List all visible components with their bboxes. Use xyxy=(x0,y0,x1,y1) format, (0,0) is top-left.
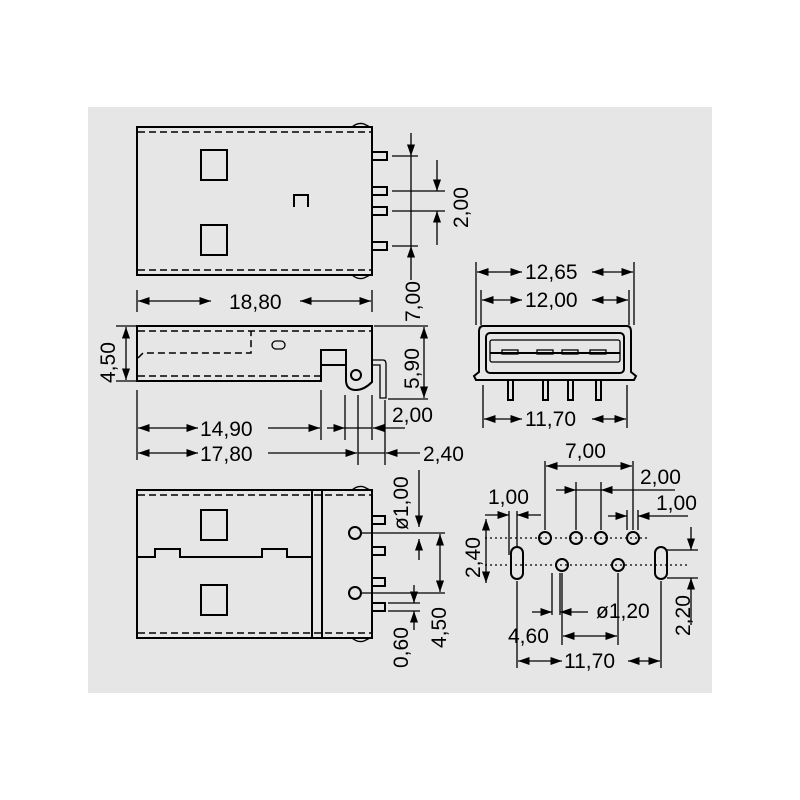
dim-2-40-footprint: 2,40 xyxy=(462,537,485,578)
dim-1-00-left: 1,00 xyxy=(488,486,529,509)
dim-4-50: 4,50 xyxy=(97,342,120,383)
dim-2-00-top: 2,00 xyxy=(450,187,473,228)
dim-hole-1-00: ø1,00 xyxy=(390,476,413,530)
front-view: 12,65 12,00 11,70 xyxy=(472,261,638,431)
dim-2-00-side: 2,00 xyxy=(392,404,433,427)
bottom-view: ø1,00 4,50 0,60 xyxy=(136,470,451,668)
footprint-view: 7,00 2,00 1,00 1,00 2,40 ø1,20 4,60 11,7… xyxy=(462,440,698,673)
dim-4-60: 4,60 xyxy=(508,625,549,648)
dim-hole-1-20: ø1,20 xyxy=(596,600,650,623)
dim-14-90: 14,90 xyxy=(200,418,253,441)
side-view: 5,90 4,50 14,90 2,00 17,80 2,40 xyxy=(97,325,464,466)
dim-7-00-footprint: 7,00 xyxy=(565,440,606,463)
dim-2-00-footprint: 2,00 xyxy=(640,466,681,489)
drawing-panel xyxy=(88,107,712,693)
dim-11-70-footprint: 11,70 xyxy=(564,650,615,673)
dim-2-40-side: 2,40 xyxy=(423,443,464,466)
dim-2-20: 2,20 xyxy=(672,595,695,636)
dim-7-00-top: 7,00 xyxy=(402,281,425,322)
dim-18-80: 18,80 xyxy=(229,291,282,314)
dim-5-90: 5,90 xyxy=(401,348,424,389)
dim-0-60: 0,60 xyxy=(390,627,413,668)
dim-4-50-bottom: 4,50 xyxy=(428,607,451,648)
dim-17-80: 17,80 xyxy=(200,443,253,466)
dim-12-00: 12,00 xyxy=(525,289,578,312)
dim-1-00-right: 1,00 xyxy=(656,492,697,515)
dim-12-65: 12,65 xyxy=(525,261,578,284)
dim-11-70-front: 11,70 xyxy=(525,408,576,431)
top-view: 7,00 2,00 18,80 xyxy=(136,122,473,322)
